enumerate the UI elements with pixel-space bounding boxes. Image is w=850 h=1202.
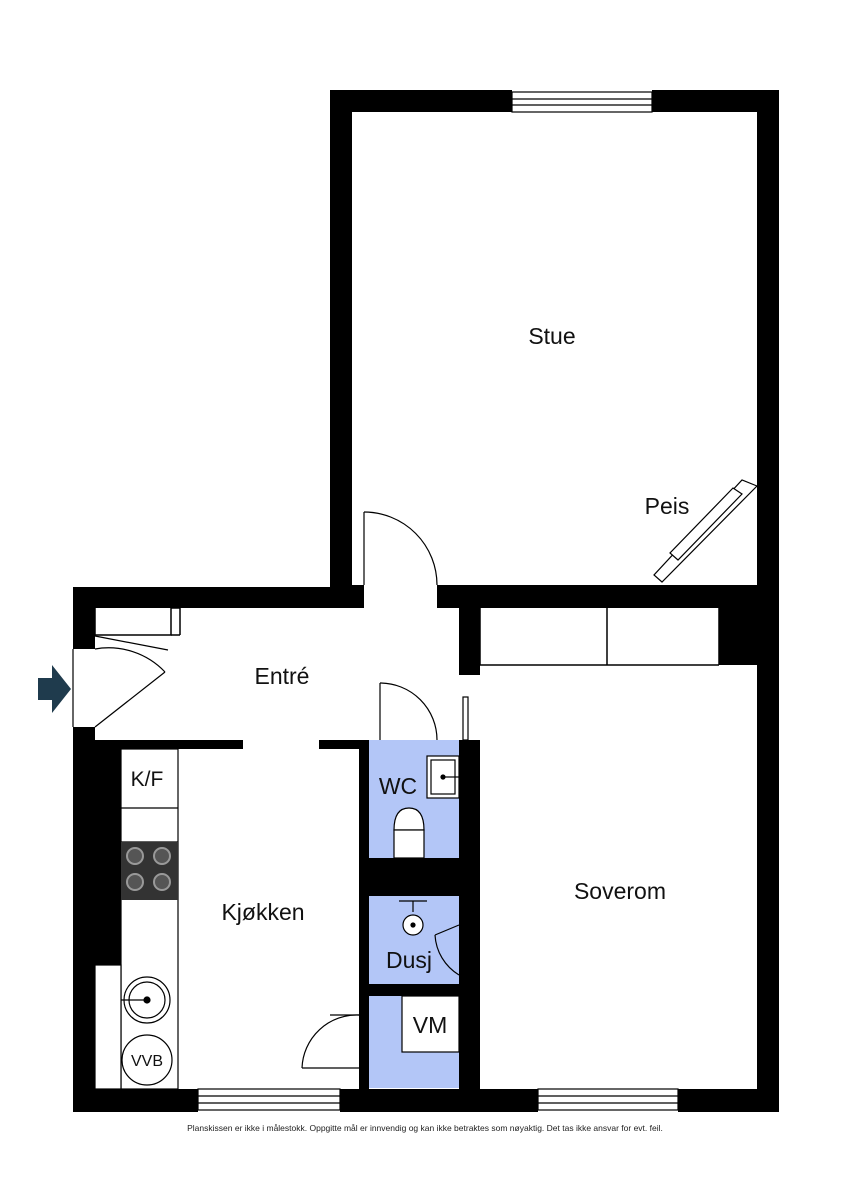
window-soverom <box>537 1088 679 1111</box>
window-kjokken <box>197 1088 341 1111</box>
sink-icon <box>121 976 171 1024</box>
disclaimer-text: Planskissen er ikke i målestokk. Oppgitt… <box>187 1123 663 1133</box>
room-label-stue: Stue <box>528 323 575 349</box>
room-label-peis: Peis <box>645 493 690 519</box>
room-label-entre: Entré <box>255 663 310 689</box>
windows <box>197 91 679 1111</box>
wall-bath-left <box>359 740 369 1112</box>
wall-kjokken-niche <box>95 740 121 965</box>
wall-stue-top-right <box>652 90 779 112</box>
wall-mid-right <box>437 585 779 608</box>
wall-entre-bottom-left <box>73 740 243 749</box>
door-soverom <box>462 696 469 741</box>
door-stue <box>363 511 438 586</box>
room-label-soverom: Soverom <box>574 878 666 904</box>
wall-bottom-1 <box>73 1089 198 1112</box>
wall-stue-left <box>330 90 352 608</box>
room-label-kjokken: Kjøkken <box>221 899 304 925</box>
walls <box>73 90 779 1112</box>
door-front <box>72 635 169 728</box>
door-dusj <box>434 924 460 976</box>
wall-stue-top-left <box>330 90 512 112</box>
wall-pillar-right <box>719 585 779 665</box>
room-label-dusj: Dusj <box>386 947 432 973</box>
thin-walls <box>94 594 720 666</box>
room-label-vm: VM <box>413 1012 448 1038</box>
wall-entre-bottom-right <box>319 740 367 749</box>
wall-bottom-2 <box>340 1089 538 1112</box>
wall-left-bottom <box>73 727 95 1112</box>
room-label-wc: WC <box>379 773 417 799</box>
door-kjokken-vm <box>301 1014 360 1069</box>
window-stue <box>511 91 653 113</box>
vvb-tank <box>121 1034 173 1086</box>
fireplace-icon <box>653 479 759 583</box>
washing-machine-box <box>401 995 460 1053</box>
stove-icon <box>121 842 178 900</box>
door-wc <box>379 682 438 741</box>
kitchen-counter <box>94 748 179 1090</box>
wall-dusj-bottom <box>359 984 480 996</box>
fixture-label-vvb: VVB <box>131 1053 163 1070</box>
doors <box>72 511 469 1069</box>
wall-entre-top <box>73 587 353 608</box>
dusj-floor <box>369 896 459 984</box>
sink-icon <box>426 755 460 799</box>
toilet-icon <box>393 807 425 859</box>
wall-bottom-3 <box>678 1089 779 1112</box>
wall-left-top <box>73 587 95 649</box>
wall-entre-soverom <box>459 585 480 675</box>
shower-icon <box>399 900 427 936</box>
entrance-arrow-icon <box>38 665 71 713</box>
fixture-label-kf: K/F <box>131 768 164 791</box>
wall-wc-bottom <box>359 858 480 896</box>
wall-bath-right <box>459 740 480 1112</box>
